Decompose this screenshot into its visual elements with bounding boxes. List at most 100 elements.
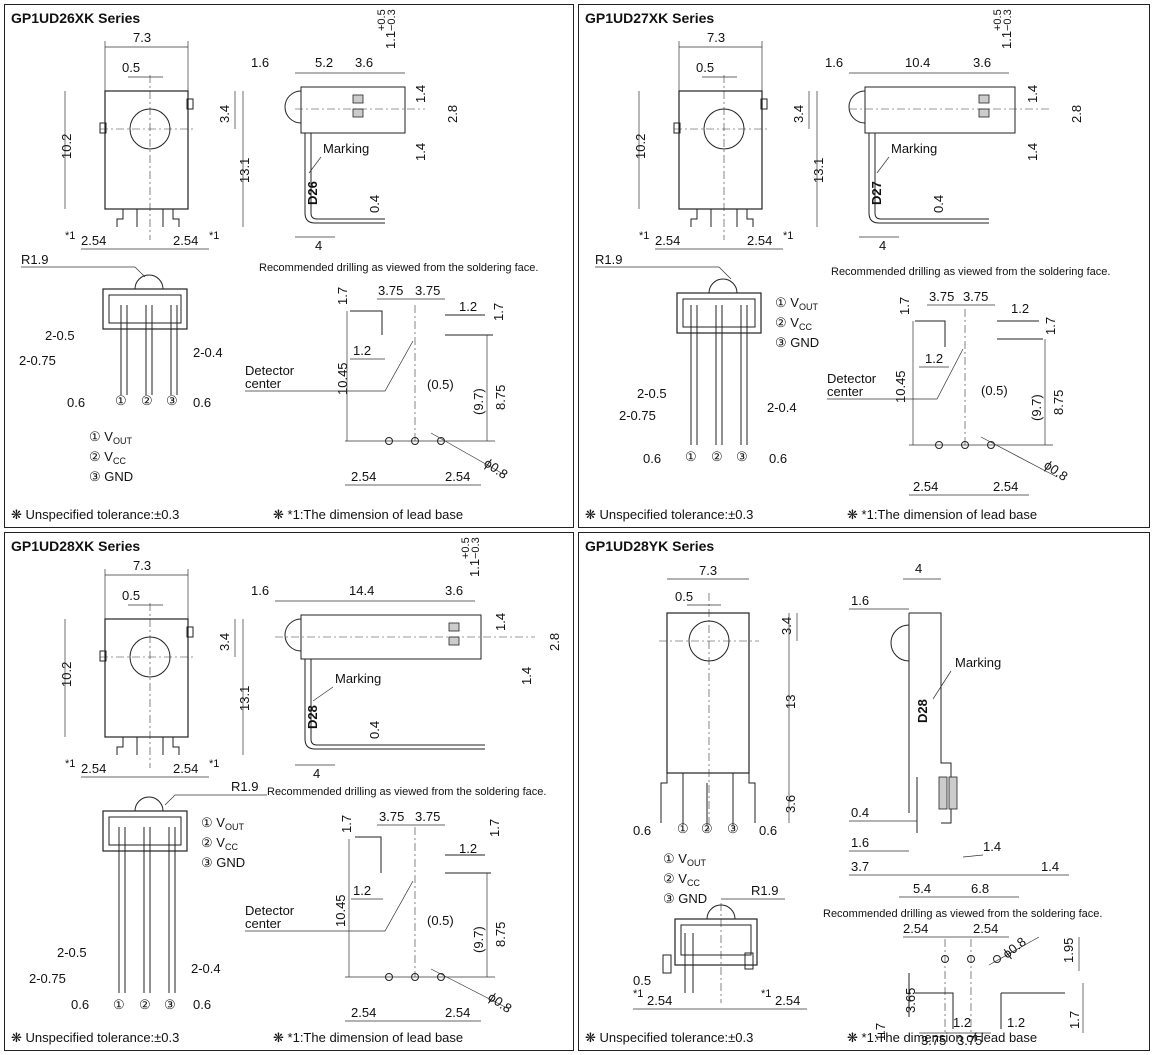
drill-pattern: 3.75 3.75 1.7 1.2 1.7 1.2 10.45 Detector… [245, 283, 511, 486]
drill-dim-a: 3.75 [379, 809, 404, 824]
side-dim-e: 1.4 [983, 839, 1001, 854]
dim-total: 13.1 [237, 686, 252, 711]
drill-dim-e: 3.65 [903, 988, 918, 1013]
side-dim-c: 1.6 [851, 835, 869, 850]
lead-dim-b: 2-0.75 [619, 408, 656, 423]
drawing-gp1ud28xk: 7.3 0.5 10.2 3.4 13.1 *1 2.54 2.54 *1 1.… [29, 537, 562, 1022]
drill-dim-g: 10.45 [893, 370, 908, 403]
side-dim-tol-minus: −0.3 [386, 9, 398, 31]
drill-dim-g: 10.45 [335, 362, 350, 395]
dim-radius: R1.9 [595, 252, 622, 267]
dim-height: 10.2 [633, 134, 648, 159]
footer-tolerance: ❋ Unspecified tolerance:±0.3 [585, 507, 753, 523]
dim-hole: 3.4 [217, 633, 232, 651]
drill-dim-b: 3.75 [415, 283, 440, 298]
legend-pin2-name: V [104, 449, 113, 464]
drill-dim-c: 1.2 [353, 343, 371, 358]
side-dim-c: 3.6 [445, 583, 463, 598]
side-dim-g: 0.4 [367, 721, 382, 739]
lead-dim-e: 0.6 [193, 395, 211, 410]
drill-dim-f: 1.2 [459, 841, 477, 856]
drill-dim-j: 8.75 [493, 922, 508, 947]
lead-dim-c: 2-0.4 [193, 345, 223, 360]
legend-pin1-sub: OUT [113, 436, 133, 446]
drill-dim-c: 1.2 [353, 883, 371, 898]
side-dim-h: 6.8 [971, 881, 989, 896]
side-dim-d: 1.4 [493, 613, 508, 631]
marking-code: D28 [305, 705, 320, 729]
drill-dim-b: 2.54 [973, 921, 998, 936]
drill-dim-i: (9.7) [1029, 394, 1044, 421]
side-dim-c: 3.6 [355, 55, 373, 70]
dim-width: 7.3 [707, 30, 725, 45]
drill-dim-m: ϕ0.8 [481, 455, 510, 482]
pin-legend: ① VOUT ② VCC ③ GND [775, 295, 819, 350]
lead-dim-e: 0.6 [193, 997, 211, 1012]
side-dim-b: 14.4 [349, 583, 374, 598]
side-dim-b: 10.4 [905, 55, 930, 70]
dim-pitch-right: 2.54 [173, 233, 198, 248]
side-dim-c: 3.6 [973, 55, 991, 70]
lead-dim-d: 0.6 [71, 997, 89, 1012]
side-dim-h: 4 [315, 238, 322, 253]
side-dim-h: 4 [313, 766, 320, 781]
marking-code: D28 [915, 699, 930, 723]
legend-pin3-number: ③ [775, 335, 787, 350]
drill-dim-f: 1.2 [459, 299, 477, 314]
drill-dim-f: 1.7 [873, 1023, 888, 1041]
side-dim-g: 0.4 [931, 195, 946, 213]
side-dim-b: 0.4 [851, 805, 869, 820]
dim-width: 7.3 [133, 558, 151, 573]
side-dim-f: 1.4 [519, 667, 534, 685]
svg-text:③ GND: ③ GND [89, 469, 133, 484]
drawing-gp1ud26xk: 7.3 0.5 10.2 3.4 13.1 *1 2.54 2.54 *1 1. [19, 9, 538, 486]
legend-pin2-sub: CC [799, 322, 812, 332]
svg-text:① VOUT: ① VOUT [201, 815, 244, 832]
drill-dim-k: 2.54 [913, 479, 938, 494]
dim-total: 13.1 [811, 158, 826, 183]
front-view: 7.3 0.5 10.2 3.4 13.1 *1 2.54 2.54 *1 [633, 30, 826, 250]
side-dim-tol-minus: −0.3 [1002, 9, 1014, 31]
legend-pin1-name: V [104, 429, 113, 444]
drill-dim-f: 1.2 [1011, 301, 1029, 316]
recommended-text: Recommended drilling as viewed from the … [259, 262, 538, 274]
legend-pin2-name: V [790, 315, 799, 330]
drill-pattern: 3.75 3.75 1.7 1.2 1.7 1.2 10.45 Detector… [245, 809, 515, 1022]
star-left: *1 [633, 988, 643, 1000]
drill-dim-b: 3.75 [415, 809, 440, 824]
drill-dim-m: ϕ0.8 [1041, 457, 1070, 484]
side-dim-e: 2.8 [547, 633, 562, 651]
pin3-number: ③ [166, 393, 178, 408]
recommended-text: Recommended drilling as viewed from the … [823, 908, 1102, 920]
footer-tolerance-text: Unspecified tolerance:±0.3 [599, 1030, 754, 1045]
footer-lead-base-text: *1:The dimension of lead base [861, 1030, 1038, 1045]
side-dim-a: 1.6 [851, 593, 869, 608]
svg-text:③ GND: ③ GND [201, 855, 245, 870]
svg-text:② VCC: ② VCC [775, 315, 812, 332]
drill-dim-a: 3.75 [929, 289, 954, 304]
pin1-number: ① [113, 997, 125, 1012]
pin-legend: ① VOUT ② VCC ③ GND [663, 851, 707, 906]
dim-offset: 0.5 [675, 589, 693, 604]
side-dim-g: 5.4 [913, 881, 931, 896]
side-dim-g: 0.4 [367, 195, 382, 213]
legend-pin3-number: ③ [89, 469, 101, 484]
lead-dim-a: 2-0.5 [637, 386, 667, 401]
legend-pin2-number: ② [201, 835, 213, 850]
bullet-icon: ❋ [11, 507, 22, 522]
footer-lead-base-text: *1:The dimension of lead base [287, 507, 464, 522]
legend-pin2-name: V [678, 871, 687, 886]
side-dim-tol-plus: +0.5 [460, 537, 472, 559]
star-left: *1 [65, 758, 75, 770]
bullet-icon: ❋ [585, 1030, 596, 1045]
recommended-text: Recommended drilling as viewed from the … [267, 786, 546, 798]
drill-dim-l: 2.54 [993, 479, 1018, 494]
legend-pin1-number: ① [89, 429, 101, 444]
panel-gp1ud28yk: GP1UD28YK Series 7.3 0.5 3.4 13 3.6 0.6 … [578, 532, 1150, 1051]
legend-pin1-number: ① [201, 815, 213, 830]
drill-dim-j: 8.75 [493, 385, 508, 410]
dim-pitch-left: 2.54 [81, 761, 106, 776]
star-left: *1 [639, 230, 649, 242]
dim-pitch-right: 2.54 [173, 761, 198, 776]
legend-pin2-number: ② [89, 449, 101, 464]
